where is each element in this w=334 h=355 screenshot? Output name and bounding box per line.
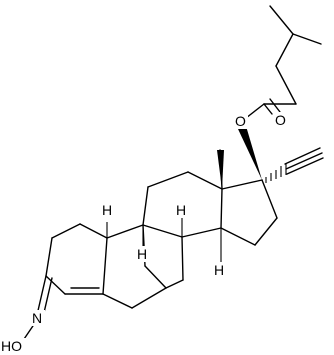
stereo-hydrogens (106, 214, 222, 262)
c8-hydrogen-label: H (137, 246, 147, 262)
c13-methyl-wedge (217, 150, 224, 189)
c14-hydrogen-label: H (176, 202, 186, 218)
ring-a (45, 223, 108, 295)
ring-b (102, 224, 167, 309)
c9-hydrogen-label: H (102, 202, 112, 218)
ester-chain (245, 5, 322, 119)
c17-ester-wedge (238, 126, 262, 180)
ring-b-lower (165, 236, 184, 289)
ester-oxygen-label: O (235, 113, 246, 129)
hydroxyl-label: HO (1, 338, 22, 354)
c15-hydrogen-label: H (214, 262, 224, 278)
oxime-nitrogen-label: N (32, 310, 42, 326)
carbonyl-oxygen-label: O (275, 112, 286, 128)
c17-ethynyl (265, 147, 324, 183)
c3-oxime-double-1 (36, 275, 47, 316)
ring-c (142, 171, 223, 238)
ring-d (220, 179, 278, 246)
